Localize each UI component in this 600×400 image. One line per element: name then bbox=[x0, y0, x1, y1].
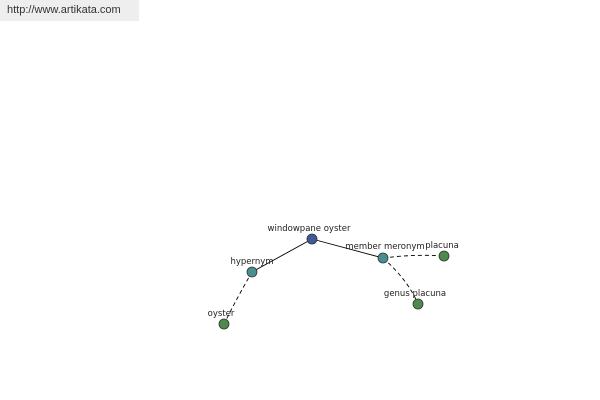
node-label: placuna bbox=[425, 241, 459, 251]
node-hypernym[interactable]: hypernym bbox=[230, 257, 274, 278]
node-placuna[interactable]: placuna bbox=[425, 241, 459, 262]
node-marker bbox=[218, 318, 230, 330]
graph-nodes: windowpane oyster hypernym member merony… bbox=[208, 224, 459, 330]
node-genus-placuna[interactable]: genus placuna bbox=[384, 289, 446, 310]
edge-hypernym-oyster bbox=[223, 271, 253, 325]
edge-root-member-meronym bbox=[311, 238, 384, 259]
edge-member-meronym-placuna bbox=[382, 254, 445, 259]
node-label: oyster bbox=[208, 309, 235, 319]
node-windowpane-oyster[interactable]: windowpane oyster bbox=[268, 224, 351, 245]
node-marker bbox=[246, 266, 258, 278]
source-banner: http://www.artikata.com bbox=[0, 0, 139, 21]
node-label: windowpane oyster bbox=[268, 224, 351, 234]
node-member-meronym[interactable]: member meronym bbox=[345, 242, 425, 264]
node-marker bbox=[306, 233, 318, 245]
node-marker bbox=[377, 252, 389, 264]
edge-root-hypernym bbox=[251, 238, 313, 273]
node-label: hypernym bbox=[230, 257, 273, 267]
node-label: member meronym bbox=[345, 242, 424, 252]
node-oyster[interactable]: oyster bbox=[208, 309, 235, 330]
source-link[interactable]: http://www.artikata.com bbox=[7, 4, 121, 16]
edge-member-meronym-genus-placuna bbox=[382, 257, 419, 305]
node-marker bbox=[438, 250, 450, 262]
node-label: genus placuna bbox=[384, 289, 446, 299]
node-marker bbox=[412, 298, 424, 310]
